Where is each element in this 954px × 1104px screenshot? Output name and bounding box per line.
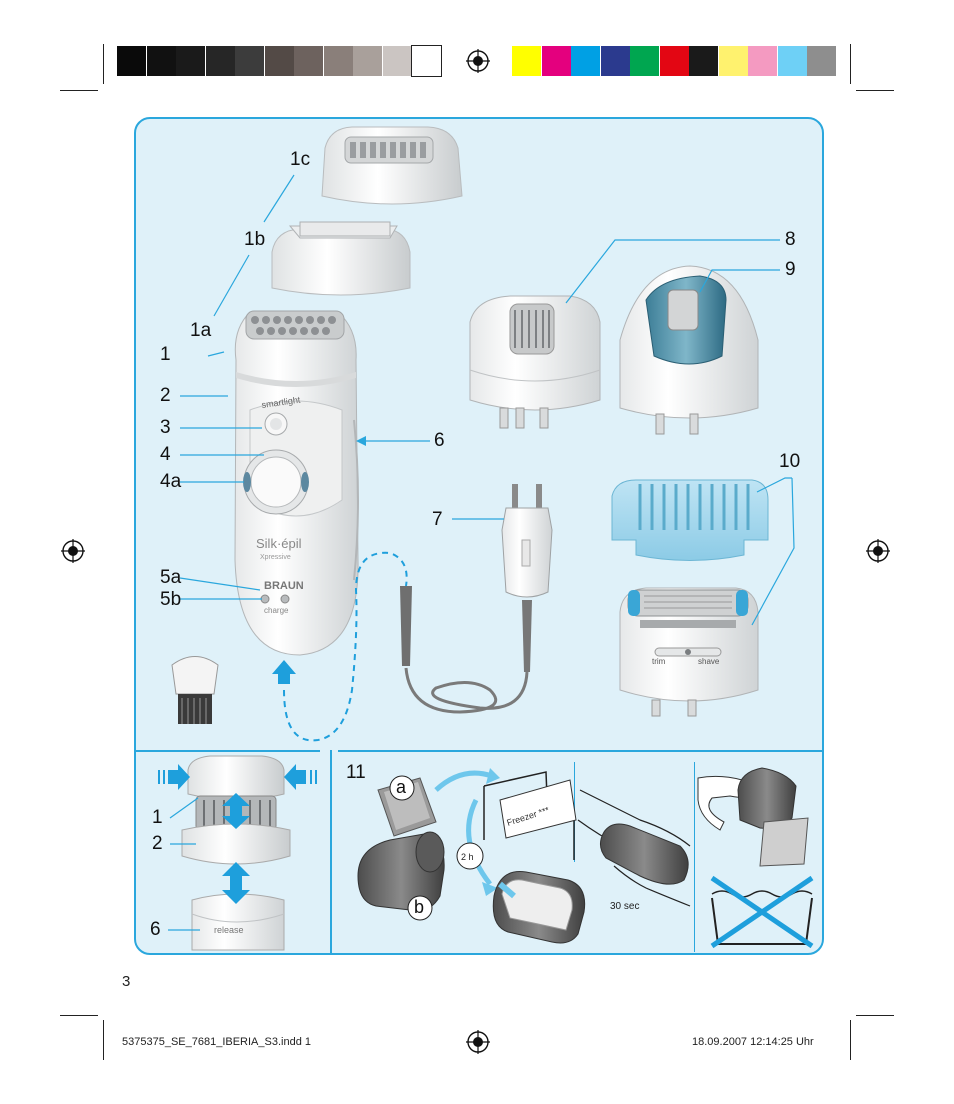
registration-mark-icon bbox=[466, 1030, 490, 1054]
efficiency-cap-1b bbox=[271, 221, 411, 296]
registration-mark-icon bbox=[61, 539, 85, 563]
gray-swatch bbox=[353, 46, 382, 76]
press-arrows-icon bbox=[158, 764, 317, 904]
wipe-glove-icon bbox=[697, 767, 809, 867]
process-color-swatch bbox=[512, 46, 541, 76]
cooling-glove-b-icon bbox=[357, 831, 445, 912]
epilator-head-9 bbox=[619, 265, 759, 435]
process-color-swatch bbox=[630, 46, 659, 76]
label-11: 11 bbox=[346, 762, 366, 783]
process-color-swatch bbox=[600, 46, 630, 76]
cleaning-brush-icon bbox=[171, 656, 219, 724]
hand-with-glove-icon bbox=[577, 789, 691, 907]
gray-swatch bbox=[146, 46, 176, 76]
label-a: a bbox=[396, 777, 407, 797]
gray-swatch bbox=[117, 46, 146, 76]
two-hours-label: 2 h bbox=[461, 852, 474, 862]
trimmer-comb-10 bbox=[611, 479, 769, 561]
charge-label: charge bbox=[264, 606, 289, 615]
crop-mark bbox=[850, 44, 851, 84]
registration-mark-icon bbox=[466, 49, 490, 73]
process-color-swatch bbox=[718, 46, 748, 76]
two-hours-badge bbox=[456, 842, 484, 870]
process-color-swatch bbox=[807, 46, 836, 76]
panel-divider-step-2 bbox=[694, 762, 695, 952]
label-1: 1 bbox=[160, 344, 171, 365]
label-step-1: 1 bbox=[152, 807, 163, 828]
crop-mark bbox=[60, 1015, 98, 1016]
label-6: 6 bbox=[434, 430, 445, 451]
gray-swatch bbox=[294, 46, 323, 76]
head-release-illustration bbox=[181, 755, 291, 951]
footer-file-name: 5375375_SE_7681_IBERIA_S3.indd 1 bbox=[122, 1036, 311, 1048]
crop-mark bbox=[856, 90, 894, 91]
label-b: b bbox=[414, 897, 425, 917]
crop-mark bbox=[60, 90, 98, 91]
process-color-swatch bbox=[659, 46, 689, 76]
process-color-swatch bbox=[689, 46, 718, 76]
epilator-body bbox=[234, 310, 359, 656]
label-1a: 1a bbox=[190, 320, 212, 341]
trim-label: trim bbox=[652, 657, 666, 666]
footer-timestamp: 18.09.2007 12:14:25 Uhr bbox=[692, 1036, 814, 1048]
epilator-head-8 bbox=[469, 295, 601, 429]
gray-swatch bbox=[382, 46, 412, 76]
label-10: 10 bbox=[779, 451, 801, 472]
label-1b: 1b bbox=[244, 229, 266, 250]
crop-mark bbox=[103, 44, 104, 84]
label-step-2: 2 bbox=[152, 833, 163, 854]
insert-arrow-icon bbox=[272, 660, 296, 684]
step-b-badge bbox=[407, 895, 433, 921]
label-9: 9 bbox=[785, 259, 796, 280]
label-7: 7 bbox=[432, 509, 443, 530]
shaver-head-10 bbox=[619, 587, 759, 717]
panel-divider-horizontal-left bbox=[136, 750, 320, 752]
label-5b: 5b bbox=[160, 589, 182, 610]
thirty-sec-label: 30 sec bbox=[610, 901, 639, 912]
gray-swatch bbox=[176, 46, 205, 76]
from-freezer-arrow-icon bbox=[466, 798, 492, 886]
label-8: 8 bbox=[785, 229, 796, 250]
brand-logo: BRAUN bbox=[264, 580, 304, 592]
process-color-swatch bbox=[571, 46, 600, 76]
gray-swatch bbox=[323, 46, 353, 76]
release-label: release bbox=[214, 925, 244, 935]
page-number: 3 bbox=[122, 973, 131, 990]
registration-mark-icon bbox=[866, 539, 890, 563]
gray-swatch bbox=[264, 46, 294, 76]
process-color-swatch bbox=[777, 46, 807, 76]
crop-mark bbox=[103, 1020, 104, 1060]
panel-divider-vertical bbox=[330, 750, 332, 954]
label-1c: 1c bbox=[290, 149, 311, 170]
to-freezer-arrow-icon bbox=[434, 770, 493, 792]
label-5a: 5a bbox=[160, 567, 182, 588]
charger-adapter bbox=[400, 484, 553, 714]
label-3: 3 bbox=[160, 417, 171, 438]
glove-insert-device-icon bbox=[492, 871, 586, 944]
process-color-swatch bbox=[541, 46, 571, 76]
label-2: 2 bbox=[160, 385, 171, 406]
no-wash-icon bbox=[710, 875, 814, 949]
crop-mark bbox=[856, 1015, 894, 1016]
freezer-box-icon bbox=[483, 771, 577, 860]
crop-mark bbox=[850, 1020, 851, 1060]
leader-lines bbox=[179, 174, 795, 626]
label-step-6: 6 bbox=[150, 919, 161, 940]
step-a-badge bbox=[389, 775, 415, 801]
panel-divider-horizontal-right bbox=[338, 750, 822, 752]
label-4: 4 bbox=[160, 444, 171, 465]
gray-swatch bbox=[411, 45, 442, 77]
gray-swatch bbox=[205, 46, 235, 76]
massage-cap-1c bbox=[321, 126, 463, 205]
shave-label: shave bbox=[698, 657, 720, 666]
gray-swatch bbox=[235, 46, 264, 76]
process-color-swatch bbox=[748, 46, 777, 76]
model-sub-label: Xpressive bbox=[260, 554, 291, 561]
label-4a: 4a bbox=[160, 471, 182, 492]
brand-script-label: Silk·épil bbox=[256, 536, 302, 551]
